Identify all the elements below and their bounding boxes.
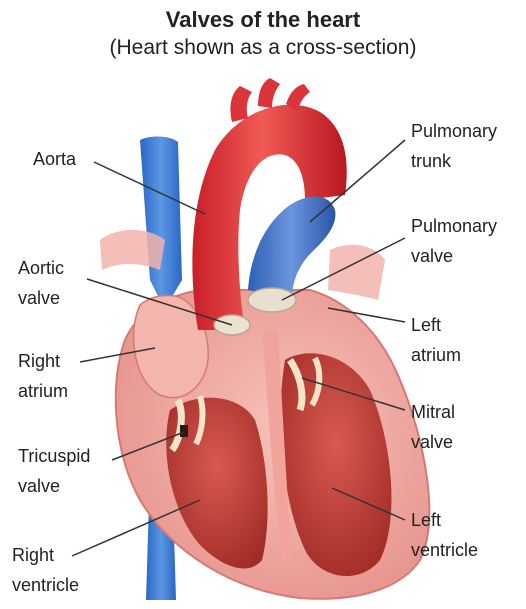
vena-cava: [140, 136, 182, 300]
label-aorta: Aorta: [33, 144, 76, 174]
label-left-ventricle: Left ventricle: [411, 505, 478, 565]
label-tricuspid-valve: Tricuspid valve: [18, 441, 90, 501]
label-tricuspid-valve-line2: valve: [18, 471, 90, 501]
label-left-ventricle-line2: ventricle: [411, 535, 478, 565]
label-aortic-valve-line2: valve: [18, 283, 64, 313]
label-left-atrium-line2: atrium: [411, 340, 461, 370]
label-left-ventricle-line1: Left: [411, 505, 478, 535]
label-tricuspid-valve-line1: Tricuspid: [18, 441, 90, 471]
label-right-atrium-line2: atrium: [18, 376, 68, 406]
label-right-ventricle-line2: ventricle: [12, 570, 79, 600]
label-pulmonary-trunk: Pulmonary trunk: [411, 116, 497, 176]
label-mitral-valve-line2: valve: [411, 427, 455, 457]
label-aorta-line1: Aorta: [33, 144, 76, 174]
label-right-atrium: Right atrium: [18, 346, 68, 406]
label-mitral-valve: Mitral valve: [411, 397, 455, 457]
aortic-branch-2: [258, 78, 280, 108]
pulmonary-veins-left: [100, 230, 165, 270]
label-pulmonary-valve-line2: valve: [411, 241, 497, 271]
pulmonary-valve-shape: [248, 288, 296, 312]
label-pulmonary-trunk-line1: Pulmonary: [411, 116, 497, 146]
label-pulmonary-trunk-line2: trunk: [411, 146, 497, 176]
label-aortic-valve-line1: Aortic: [18, 253, 64, 283]
label-pulmonary-valve-line1: Pulmonary: [411, 211, 497, 241]
label-right-atrium-line1: Right: [18, 346, 68, 376]
label-mitral-valve-line1: Mitral: [411, 397, 455, 427]
label-right-ventricle: Right ventricle: [12, 540, 79, 600]
label-left-atrium-line1: Left: [411, 310, 461, 340]
label-aortic-valve: Aortic valve: [18, 253, 64, 313]
label-right-ventricle-line1: Right: [12, 540, 79, 570]
label-pulmonary-valve: Pulmonary valve: [411, 211, 497, 271]
label-left-atrium: Left atrium: [411, 310, 461, 370]
